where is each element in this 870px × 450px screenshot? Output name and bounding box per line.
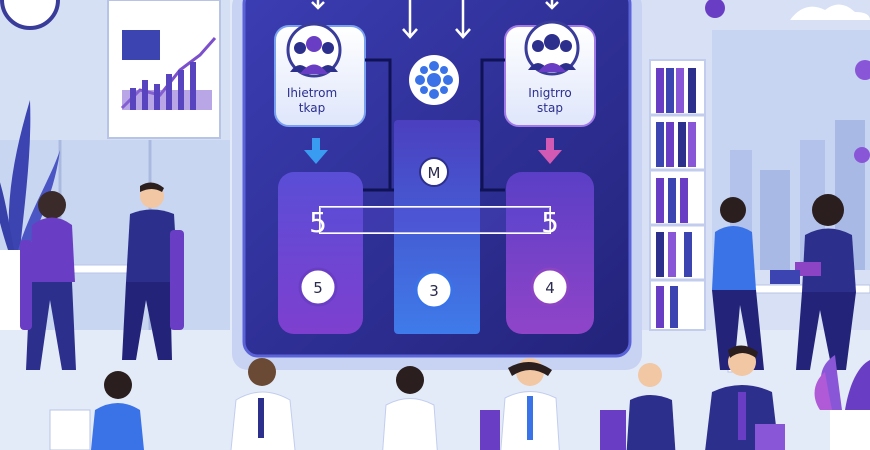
left-stage-panel (278, 172, 363, 334)
bottom-badge-center-label: 3 (429, 282, 439, 300)
right-big-number: 5 (541, 206, 559, 239)
right-window-city (712, 4, 870, 270)
bottom-badge-left: 5 (298, 267, 338, 307)
center-badge: M (419, 157, 449, 187)
wall-monitor (107, 0, 221, 139)
connector-bar (319, 206, 551, 234)
foreground-people (49, 345, 785, 450)
clock-icon (0, 0, 60, 30)
bottom-badge-right: 4 (530, 267, 570, 307)
right-step-card: Inigtrro stap (504, 20, 596, 127)
bottom-badge-center: 3 (414, 270, 454, 310)
bottom-badge-left-label: 5 (313, 279, 323, 297)
right-bookshelf (649, 59, 706, 331)
center-stage-panel (394, 120, 480, 334)
right-stage-panel (506, 172, 594, 334)
flowchart-board: Ihietrom tkap Inigtrro stap (232, 0, 642, 370)
down-arrow-right (538, 138, 562, 164)
left-step-label-line1: Ihietrom (287, 86, 337, 100)
network-icon (409, 55, 459, 105)
down-arrow-left (304, 138, 328, 164)
right-step-label-line1: Inigtrro (528, 86, 572, 100)
bottom-badge-right-label: 4 (545, 279, 555, 297)
left-step-card: Ihietrom tkap (274, 22, 366, 127)
left-big-number: 5 (309, 206, 327, 239)
left-step-label-line2: tkap (299, 101, 325, 115)
center-badge-label: M (428, 164, 441, 182)
right-step-label-line2: stap (537, 101, 563, 115)
plant-right (814, 355, 870, 450)
left-meeting-desk (20, 182, 184, 370)
purple-decor (705, 0, 870, 163)
top-arrows (311, 0, 559, 39)
